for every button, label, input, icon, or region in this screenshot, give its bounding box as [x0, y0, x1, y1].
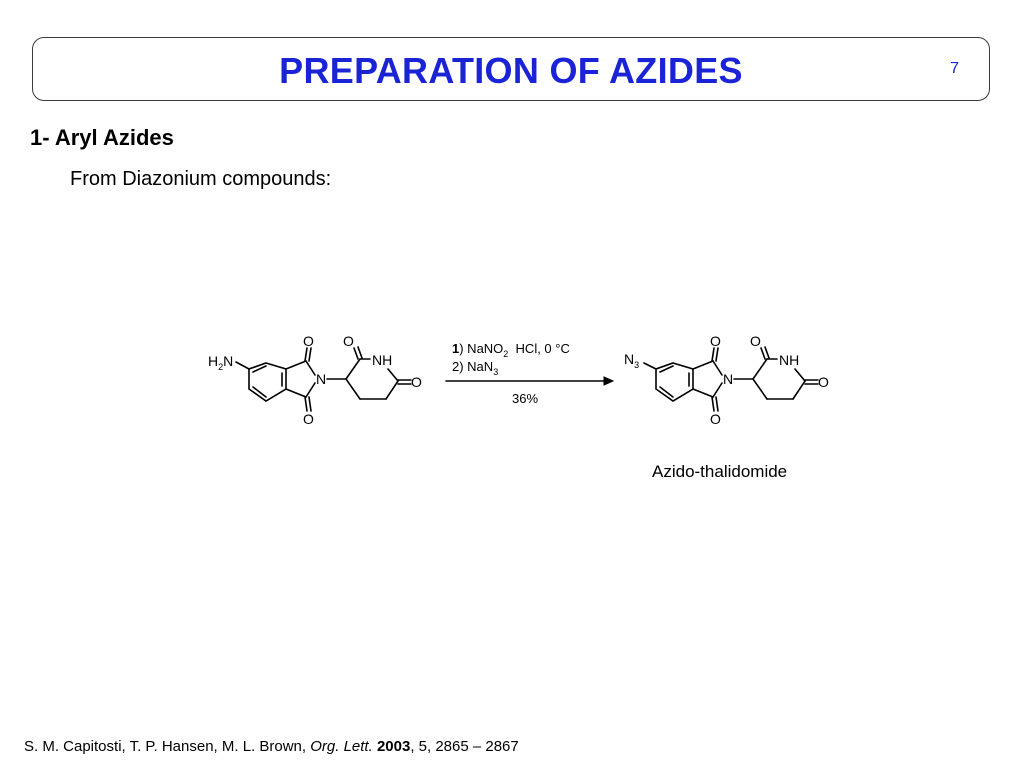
- product-oxygen-glutarimide: O: [750, 333, 761, 349]
- product-oxygen-top: O: [710, 333, 721, 349]
- reaction-scheme: H2N O O N O NH O 1) NaNO2 HCl, 0 °C 2) N…: [208, 333, 829, 427]
- product-azide-substituent: N3: [624, 351, 639, 370]
- page-number: 7: [950, 60, 959, 77]
- reactant-imide-nitrogen: N: [316, 371, 326, 387]
- product-imide-nitrogen: N: [723, 371, 733, 387]
- reference-authors: S. M. Capitosti, T. P. Hansen, M. L. Bro…: [24, 738, 311, 755]
- product-oxygen-bottom: O: [710, 411, 721, 427]
- reaction-yield: 36%: [512, 391, 538, 406]
- reactant-oxygen-bottom: O: [303, 411, 314, 427]
- reference-journal: Org. Lett.: [310, 738, 373, 755]
- section-heading: 1- Aryl Azides: [30, 125, 174, 150]
- reference-year: 2003: [376, 738, 411, 755]
- slide-title: PREPARATION OF AZIDES: [279, 50, 743, 91]
- title-box: PREPARATION OF AZIDES 7: [32, 37, 990, 101]
- condition-step-1: 1) NaNO2 HCl, 0 °C: [452, 341, 570, 359]
- condition-step-2: 2) NaN3: [452, 359, 498, 377]
- product-structure: [643, 346, 819, 412]
- reactant-nh: NH: [372, 352, 392, 368]
- section-subheading: From Diazonium compounds:: [70, 168, 332, 190]
- reactant-structure: [235, 346, 412, 412]
- reactant-substituent: H2N: [208, 353, 233, 372]
- reactant-oxygen-glutarimide: O: [343, 333, 354, 349]
- reactant-oxygen-top: O: [303, 333, 314, 349]
- product-caption: Azido-thalidomide: [652, 462, 788, 481]
- arrow-head: [603, 376, 615, 386]
- reactant-oxygen-right: O: [411, 374, 422, 390]
- product-nh: NH: [779, 352, 799, 368]
- literature-reference: S. M. Capitosti, T. P. Hansen, M. L. Bro…: [24, 738, 519, 755]
- product-oxygen-right: O: [818, 374, 829, 390]
- reference-details: , 5, 2865 – 2867: [410, 738, 519, 755]
